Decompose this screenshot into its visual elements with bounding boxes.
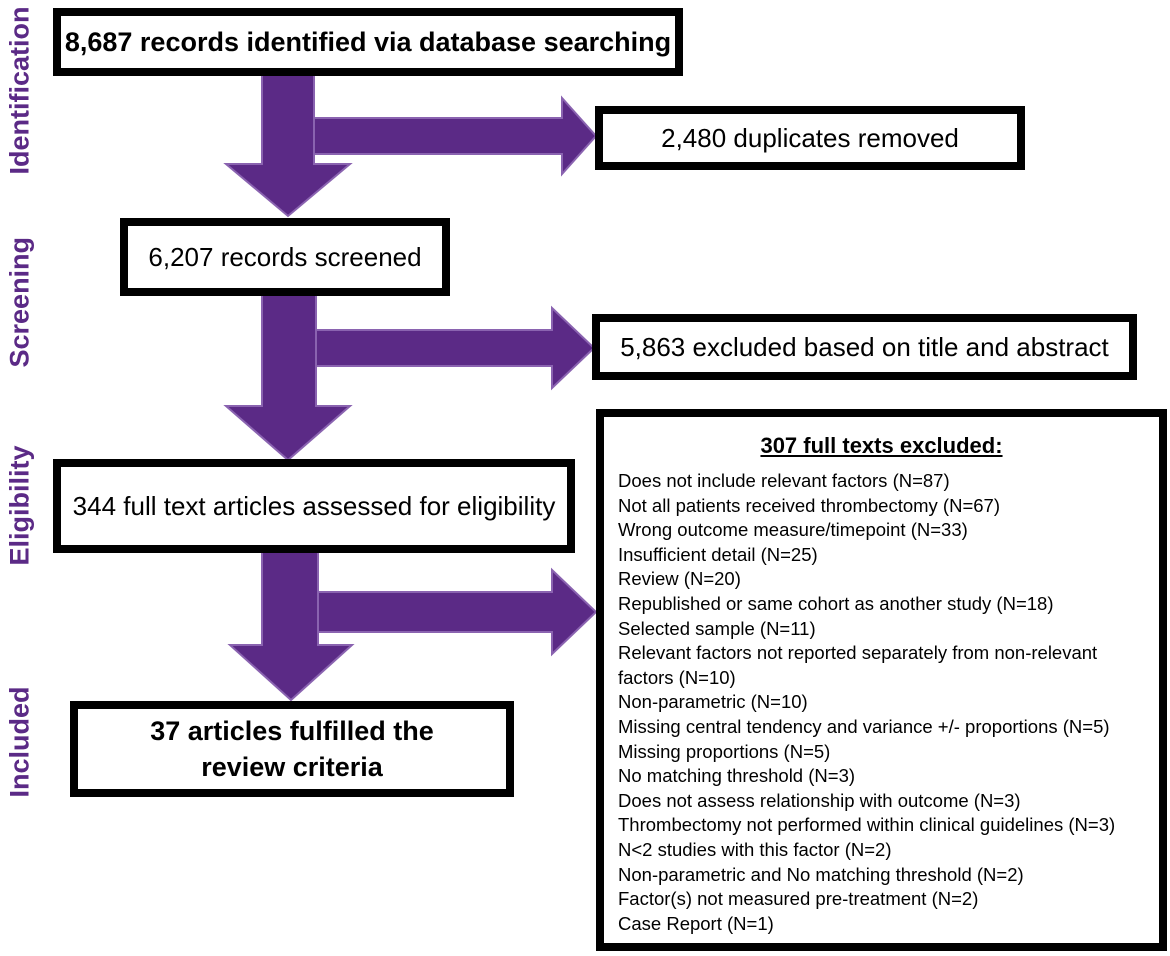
exclusion-reason: factors (N=10) <box>618 666 736 688</box>
stage-label-included: Included <box>4 686 35 798</box>
right-arrow-duplicates <box>313 95 598 177</box>
duplicates-removed-text: 2,480 duplicates removed <box>661 122 959 153</box>
box-full-text-assessed: 344 full text articles assessed for elig… <box>53 459 575 553</box>
exclusion-reason: Missing proportions (N=5) <box>618 740 831 762</box>
stage-label-identification: Identification <box>4 6 35 175</box>
exclusion-reason: Non-parametric (N=10) <box>618 691 808 713</box>
exclusion-reason: Wrong outcome measure/timepoint (N=33) <box>618 519 968 541</box>
exclusion-reason: Relevant factors not reported separately… <box>618 642 1098 664</box>
exclusion-reason: Non-parametric and No matching threshold… <box>618 863 1024 885</box>
box-full-text-exclusions: 307 full texts excluded: Does not includ… <box>596 409 1167 951</box>
stage-label-screening: Screening <box>4 236 35 368</box>
exclusion-reason: No matching threshold (N=3) <box>618 765 856 787</box>
exclusion-reason: Does not include relevant factors (N=87) <box>618 470 950 491</box>
exclusion-reason: N<2 studies with this factor (N=2) <box>618 838 892 860</box>
exclusion-reason: Not all patients received thrombectomy (… <box>618 494 1000 516</box>
exclusion-reason: Review (N=20) <box>618 568 741 590</box>
right-arrow-full-text <box>317 567 598 657</box>
right-arrow-title-abstract <box>315 305 596 391</box>
box-records-screened: 6,207 records screened <box>120 218 450 296</box>
down-arrow-identification <box>223 71 353 218</box>
exclusion-reason: Factor(s) not measured pre-treatment (N=… <box>618 888 979 910</box>
exclusion-reason: Missing central tendency and variance +/… <box>618 715 1110 737</box>
exclusion-reason: Republished or same cohort as another st… <box>618 592 1054 614</box>
stage-label-eligibility: Eligibility <box>4 445 35 566</box>
full-text-exclusions-title: 307 full texts excluded: <box>760 433 1003 458</box>
box-excluded-title-abstract: 5,863 excluded based on title and abstra… <box>592 314 1137 380</box>
exclusion-reason: Case Report (N=1) <box>618 912 774 934</box>
down-arrow-screening <box>223 291 353 462</box>
articles-included-text: 37 articles fulfilled the review criteri… <box>150 716 434 782</box>
box-duplicates-removed: 2,480 duplicates removed <box>595 106 1025 170</box>
records-screened-text: 6,207 records screened <box>148 241 422 272</box>
exclusion-reason: Does not assess relationship with outcom… <box>618 789 1021 811</box>
box-records-identified: 8,687 records identified via database se… <box>53 8 683 76</box>
down-arrow-eligibility <box>227 547 355 702</box>
box-articles-included: 37 articles fulfilled the review criteri… <box>70 701 514 797</box>
exclusion-reason: Insufficient detail (N=25) <box>618 543 818 565</box>
exclusion-reason: Thrombectomy not performed within clinic… <box>618 814 1116 836</box>
full-text-assessed-text: 344 full text articles assessed for elig… <box>72 490 556 521</box>
exclusion-reason: Selected sample (N=11) <box>618 617 816 639</box>
exclusion-reasons-list: Does not include relevant factors (N=87)… <box>604 469 1159 936</box>
records-identified-text: 8,687 records identified via database se… <box>64 26 672 57</box>
excluded-title-abstract-text: 5,863 excluded based on title and abstra… <box>620 331 1109 362</box>
